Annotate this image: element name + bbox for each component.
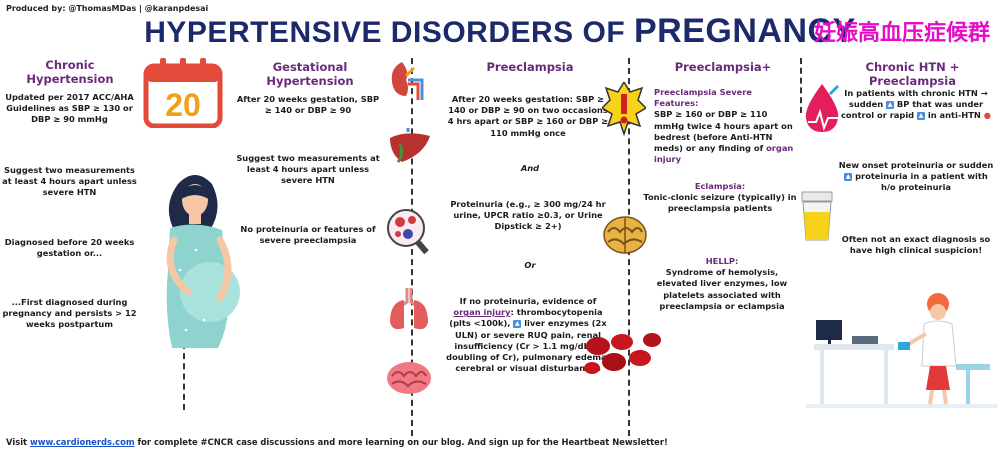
chronic-htn-preeclampsia-header: Chronic HTN + Preeclampsia (865, 60, 960, 88)
up-arrow-icon: ▲ (513, 319, 522, 328)
chronic-preeclampsia-text-3: Often not an exact diagnosis so have hig… (841, 234, 991, 256)
organ-injury-term: organ injury (654, 142, 794, 165)
calendar-icon: 20 (142, 56, 224, 129)
calendar-number: 20 (165, 87, 201, 123)
liver-icon (386, 126, 432, 168)
hellp-block: HELLP: Syndrome of hemolysis, elevated l… (646, 256, 798, 312)
up-arrow-icon: ▲ (844, 172, 853, 181)
pill-icon: ● (983, 110, 991, 121)
chronic-htn-text-4: ...First diagnosed during pregnancy and … (2, 297, 137, 330)
preeclampsia-text-3c: : thrombocytopenia (plts <100k), (449, 307, 603, 329)
chronic-preeclampsia-text-1c: BP that was under control or rapid (841, 99, 984, 121)
up-arrow-icon: ▲ (917, 111, 925, 120)
chronic-htn-text-1: Updated per 2017 ACC/AHA Guidelines as S… (5, 92, 134, 125)
title-emphasis: PREGNANCY (634, 12, 856, 50)
cardionerds-link[interactable]: www.cardionerds.com (29, 437, 135, 447)
brain-icon (602, 212, 648, 258)
kidney-icon (388, 58, 430, 102)
hellp-text: Syndrome of hemolysis, elevated liver en… (656, 267, 788, 311)
hellp-title: HELLP: (705, 256, 739, 266)
chronic-preeclampsia-text-1b: sudden (848, 99, 884, 110)
eclampsia-block: Eclampsia: Tonic-clonic seizure (typical… (642, 181, 798, 215)
eclampsia-title: Eclampsia: (694, 181, 746, 191)
organ-injury-term: organ injury (453, 307, 511, 318)
gestational-htn-text-1: After 20 weeks gestation, SBP ≥ 140 or D… (236, 94, 380, 116)
chronic-preeclampsia-text-1d: in anti-HTN (927, 110, 981, 121)
chronic-preeclampsia-text-1: In patients with chronic HTN → sudden ▲ … (836, 88, 996, 122)
lungs-icon (386, 284, 432, 334)
severe-features-text: SBP ≥ 160 or DBP ≥ 110 mmHg twice 4 hour… (654, 109, 793, 153)
warning-icon (600, 80, 648, 142)
column-divider (800, 58, 802, 113)
title-chinese: 妊娠高血压症候群 (813, 21, 990, 46)
urine-cup-icon (796, 190, 838, 242)
preeclampsia-plus-header: Preeclampsia+ (674, 60, 772, 74)
producer-credit: Produced by: @ThomasMDas | @karanpdesai (6, 4, 209, 13)
preeclampsia-or: Or (524, 260, 536, 270)
severe-features-block: Preeclampsia Severe Features: SBP ≥ 160 … (654, 87, 796, 165)
preeclampsia-header: Preeclampsia (486, 60, 574, 74)
chronic-preeclampsia-text-2a: New onset proteinuria or sudden (838, 160, 994, 170)
blood-cells-icon (386, 206, 432, 256)
chronic-preeclampsia-text-2: New onset proteinuria or sudden ▲ protei… (836, 160, 996, 194)
preeclampsia-text-2: Proteinuria (e.g., ≥ 300 mg/24 hr urine,… (450, 199, 606, 232)
pregnant-woman-illustration (140, 170, 250, 350)
footer-post: for complete #CNCR case discussions and … (134, 437, 668, 447)
gestational-htn-text-3: No proteinuria or features of severe pre… (240, 224, 376, 246)
preeclampsia-text-1: After 20 weeks gestation: SBP ≥ 140 or D… (447, 94, 609, 138)
page-title: HYPERTENSIVE DISORDERS OF PREGNANCY (0, 12, 1000, 51)
chronic-htn-text-3: Diagnosed before 20 weeks gestation or..… (4, 237, 135, 259)
preeclampsia-and: And (520, 163, 540, 173)
title-prefix: HYPERTENSIVE DISORDERS OF (144, 16, 634, 49)
chronic-htn-text-2: Suggest two measurements at least 4 hour… (2, 165, 137, 198)
doctor-bp-check-illustration (806, 286, 998, 410)
preeclampsia-text-3a: If no proteinuria, evidence of (459, 296, 597, 306)
chronic-preeclampsia-text-2b: proteinuria in a patient with h/o protei… (855, 171, 988, 193)
brain-icon (384, 358, 434, 398)
chronic-htn-header: Chronic Hypertension (26, 58, 114, 86)
preeclampsia-text-3d: liver enzymes (2x ULN) or severe RUQ pai… (446, 318, 610, 374)
eclampsia-text: Tonic-clonic seizure (typically) in pree… (643, 192, 797, 214)
blood-drop-icon (800, 82, 844, 136)
footer-pre: Visit (6, 437, 30, 447)
chronic-preeclampsia-text-1a: In patients with chronic HTN → (844, 88, 988, 98)
column-divider (411, 58, 413, 436)
severe-features-title: Preeclampsia Severe Features: (654, 87, 752, 109)
footer-text: Visit www.cardionerds.com for complete #… (6, 437, 668, 447)
gestational-htn-text-2: Suggest two measurements at least 4 hour… (236, 153, 380, 186)
gestational-htn-header: Gestational Hypertension (266, 60, 354, 88)
preeclampsia-text-3: If no proteinuria, evidence of organ inj… (446, 296, 610, 374)
blood-cells-icon (578, 328, 668, 378)
up-arrow-icon: ▲ (886, 100, 895, 109)
